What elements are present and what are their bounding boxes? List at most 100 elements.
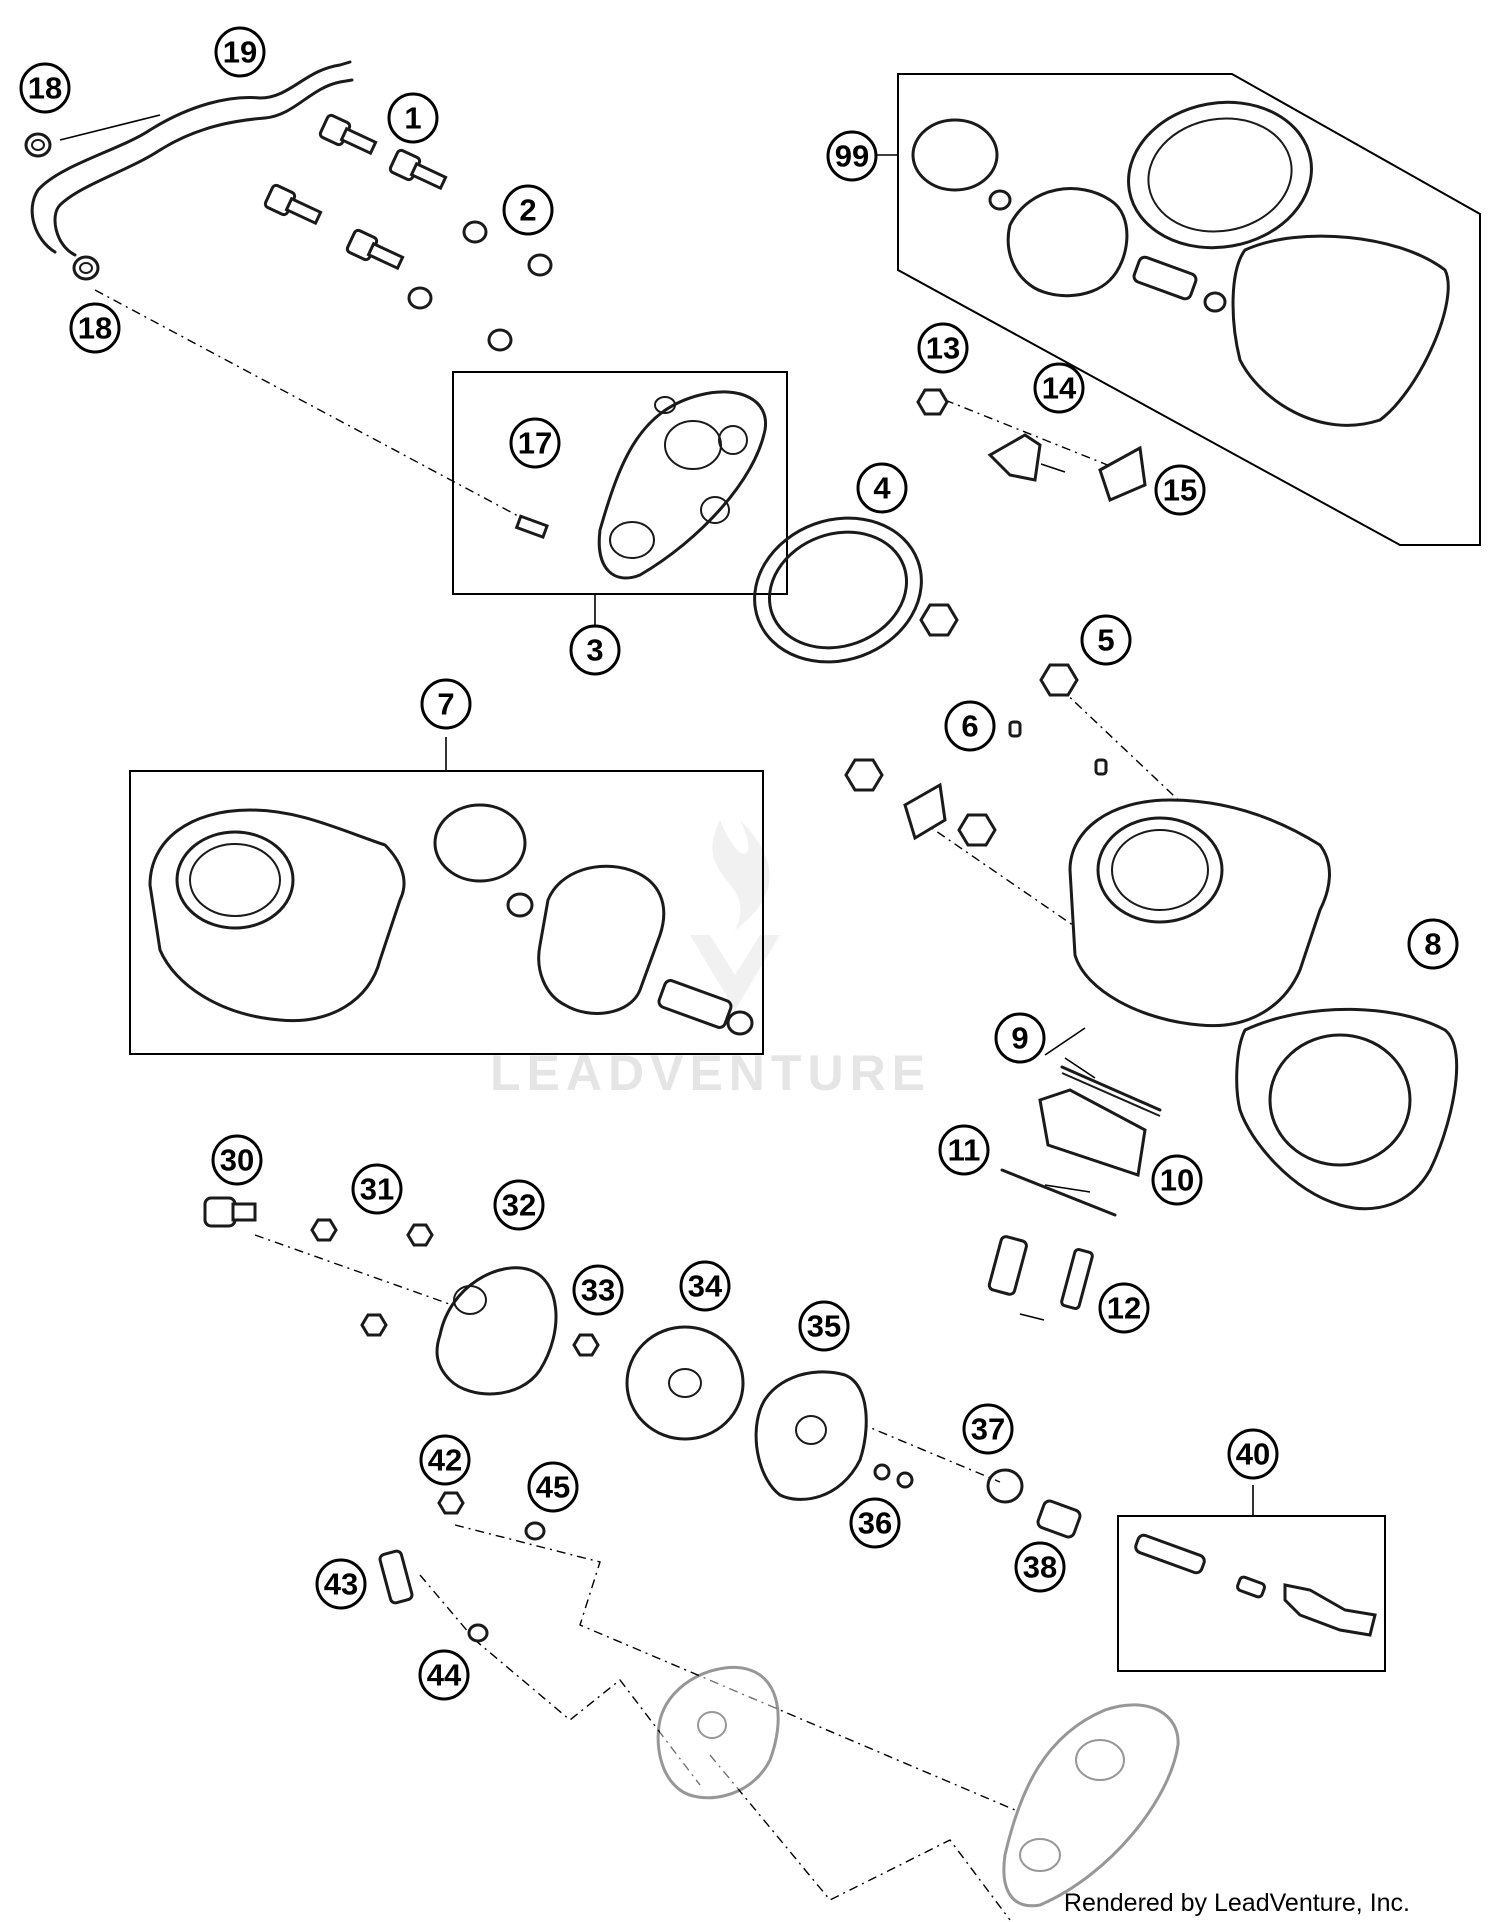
reed-screws	[987, 1235, 1094, 1310]
cylinder-head	[597, 390, 768, 580]
callout-13: 13	[917, 322, 969, 374]
svg-text:33: 33	[581, 1273, 615, 1308]
clamp-bracket	[987, 433, 1042, 482]
valve-kit-box	[1117, 1515, 1386, 1672]
holder-plate-2	[903, 782, 947, 841]
svg-text:9: 9	[1011, 1021, 1028, 1056]
svg-text:38: 38	[1023, 1550, 1057, 1585]
callout-30: 30	[211, 1134, 263, 1186]
callout-33: 33	[572, 1264, 624, 1316]
piston-gasket-set	[911, 100, 1450, 427]
spring-38	[1036, 1499, 1082, 1539]
svg-text:32: 32	[502, 1188, 536, 1223]
svg-text:18: 18	[28, 71, 62, 106]
svg-text:34: 34	[688, 1269, 723, 1304]
cylinder-kit	[148, 803, 754, 1036]
svg-text:2: 2	[519, 193, 536, 228]
hose-clamp-top	[24, 132, 52, 158]
housing-35	[754, 1370, 868, 1501]
head-gasket	[753, 516, 923, 664]
callout-9: 9	[994, 1012, 1046, 1064]
svg-text:35: 35	[807, 1309, 841, 1344]
washer-45	[524, 1521, 546, 1541]
svg-text:12: 12	[1107, 1291, 1141, 1326]
callout-44: 44	[418, 1649, 470, 1701]
callout-7: 7	[420, 678, 472, 730]
svg-text:45: 45	[536, 1470, 570, 1505]
callout-31: 31	[351, 1163, 403, 1215]
cylinder	[1068, 798, 1331, 1028]
svg-text:5: 5	[1097, 623, 1114, 658]
svg-text:10: 10	[1160, 1163, 1194, 1198]
dowel-pins	[1008, 720, 1108, 776]
base-gasket	[1235, 1007, 1459, 1211]
reed-blade	[1060, 1065, 1162, 1117]
diaphragm-34	[625, 1325, 745, 1441]
svg-text:15: 15	[1163, 473, 1197, 508]
callout-6: 6	[944, 700, 996, 752]
callout-14: 14	[1033, 362, 1085, 414]
screw-30	[203, 1196, 257, 1228]
callout-18-bottom: 18	[69, 302, 121, 354]
coolant-hose	[30, 60, 354, 257]
callout-43: 43	[315, 1558, 367, 1610]
reed-stop	[1000, 1168, 1117, 1217]
svg-text:30: 30	[220, 1143, 254, 1178]
svg-text:40: 40	[1236, 1437, 1270, 1472]
svg-text:42: 42	[428, 1443, 462, 1478]
callout-2: 2	[502, 184, 554, 236]
assembled-housing-ghost	[656, 1665, 780, 1800]
svg-text:8: 8	[1424, 927, 1441, 962]
valve-kit	[1134, 1533, 1377, 1637]
cylinder-head-box	[452, 371, 788, 595]
svg-text:14: 14	[1042, 371, 1077, 406]
svg-text:4: 4	[873, 471, 891, 506]
callout-3: 3	[569, 624, 621, 676]
svg-text:11: 11	[948, 1133, 981, 1168]
svg-text:37: 37	[971, 1412, 1005, 1447]
callout-5: 5	[1080, 614, 1132, 666]
callout-10: 10	[1151, 1154, 1203, 1206]
callout-17: 17	[509, 417, 561, 469]
svg-text:44: 44	[427, 1658, 462, 1693]
reed-block	[1038, 1088, 1147, 1177]
holder-plate	[1098, 445, 1147, 503]
callout-19: 19	[214, 26, 266, 78]
svg-text:19: 19	[223, 35, 257, 70]
render-credit: Rendered by LeadVenture, Inc.	[1063, 1889, 1410, 1917]
o-ring-37	[986, 1468, 1024, 1504]
svg-text:31: 31	[360, 1172, 394, 1207]
callout-1: 1	[387, 92, 439, 144]
svg-text:13: 13	[926, 331, 960, 366]
svg-text:1: 1	[404, 101, 421, 136]
screw-43	[378, 1549, 414, 1605]
svg-text:43: 43	[324, 1567, 358, 1602]
callout-15: 15	[1154, 464, 1206, 516]
callout-99: 99	[826, 130, 878, 182]
nut-33	[572, 1333, 600, 1357]
callout-40: 40	[1227, 1428, 1279, 1480]
svg-text:6: 6	[961, 709, 978, 744]
piston-gasket-set-box	[897, 73, 1481, 546]
svg-text:99: 99	[835, 139, 869, 174]
bolts	[263, 113, 448, 271]
callout-8: 8	[1407, 918, 1459, 970]
callout-35: 35	[798, 1300, 850, 1352]
bracket-screw	[916, 388, 949, 416]
nuts-31	[310, 1218, 434, 1337]
svg-text:18: 18	[78, 311, 112, 346]
callout-37: 37	[962, 1403, 1014, 1455]
callout-12: 12	[1098, 1282, 1150, 1334]
cover-32	[435, 1266, 558, 1396]
svg-text:17: 17	[518, 426, 552, 461]
callout-34: 34	[679, 1260, 731, 1312]
callout-32: 32	[493, 1179, 545, 1231]
washers-36	[873, 1463, 914, 1489]
cylinder-head-ghost	[1002, 1703, 1180, 1908]
washer-44	[467, 1623, 489, 1643]
hose-clamp-bottom	[72, 255, 100, 281]
callout-38: 38	[1014, 1541, 1066, 1593]
callout-11: 11	[938, 1124, 990, 1176]
callout-18-top: 18	[19, 62, 71, 114]
